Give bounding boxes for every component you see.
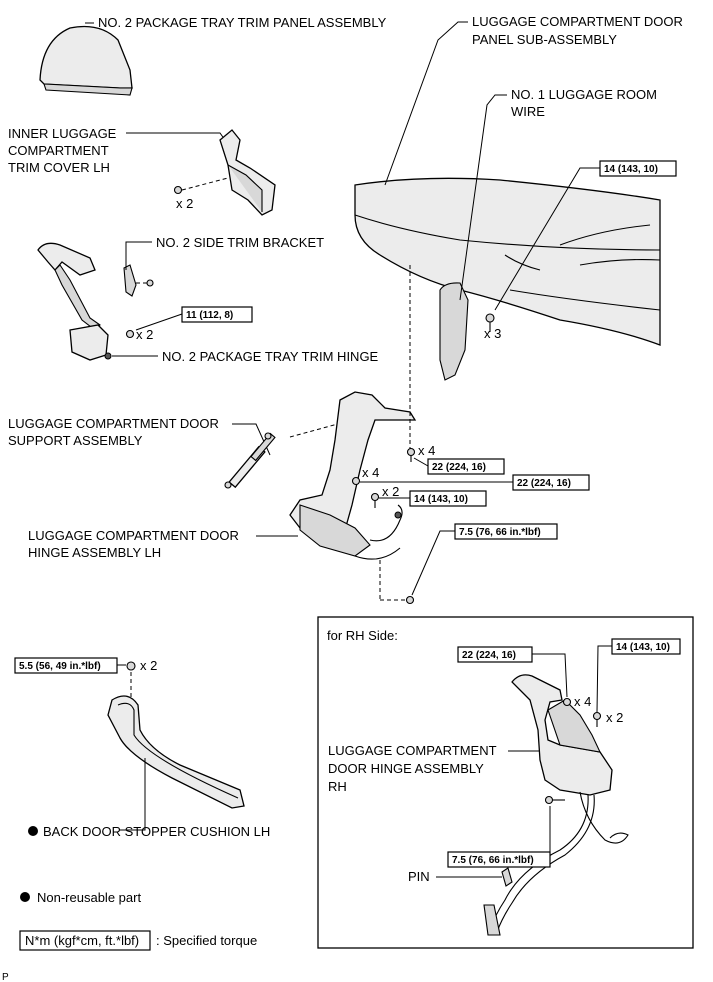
legend-torque-desc: : Specified torque	[156, 933, 257, 948]
legend-torque-box-text: N*m (kgf*cm, ft.*lbf)	[25, 933, 139, 948]
nut-stopper	[126, 661, 136, 671]
label-inner-trim-line2: COMPARTMENT	[8, 143, 109, 158]
qty-hinge-a: x 4	[418, 443, 435, 458]
bolt-rh	[592, 711, 602, 727]
label-hinge-rh-line1: LUGGAGE COMPARTMENT	[328, 743, 497, 758]
torque-door-bolts: 14 (143, 10)	[604, 164, 658, 175]
qty-stopper: x 2	[140, 658, 157, 673]
torque-rh-nut: 22 (224, 16)	[462, 650, 516, 661]
label-pin: PIN	[408, 869, 430, 884]
leader-torque-rh-bolt	[596, 645, 612, 713]
clip-inner-trim	[173, 177, 229, 195]
leader-torque-door-bolts	[494, 167, 600, 311]
label-support-line2: SUPPORT ASSEMBLY	[8, 433, 143, 448]
side-trim-bracket-illustration	[123, 264, 137, 297]
label-hinge-lh-line2: HINGE ASSEMBLY LH	[28, 545, 161, 560]
nut-rh	[562, 697, 572, 707]
bolt-door	[485, 313, 495, 332]
label-inner-trim-line3: TRIM COVER LH	[8, 160, 110, 175]
label-support-line1: LUGGAGE COMPARTMENT DOOR	[8, 416, 219, 431]
torque-hinge-a: 22 (224, 16)	[432, 462, 486, 473]
leader-stopper	[120, 758, 146, 831]
label-room-wire-line2: WIRE	[511, 104, 545, 119]
torque-hinge-lh-bottom: 7.5 (76, 66 in.*lbf)	[459, 527, 541, 538]
support-dash	[289, 421, 346, 438]
inner-trim-cover-illustration	[219, 129, 276, 216]
bolt-hinge-a	[406, 447, 416, 462]
qty-door-bolts: x 3	[484, 326, 501, 341]
qty-hinge-c: x 2	[382, 484, 399, 499]
bolt-hinge-c	[370, 492, 380, 508]
qty-tray-hinge: x 2	[136, 327, 153, 342]
torque-box-hinge-a	[427, 458, 505, 475]
bolt-hinge-lh-bottom	[405, 595, 415, 605]
label-door-panel-line2: PANEL SUB-ASSEMBLY	[472, 32, 617, 47]
label-door-panel-line1: LUGGAGE COMPARTMENT DOOR	[472, 14, 683, 29]
label-side-trim-bracket: NO. 2 SIDE TRIM BRACKET	[156, 235, 324, 250]
nut-hinge-b	[351, 476, 361, 486]
label-room-wire-line1: NO. 1 LUGGAGE ROOM	[511, 87, 657, 102]
luggage-door-panel-illustration	[354, 177, 661, 381]
torque-stopper: 5.5 (56, 49 in.*lbf)	[19, 661, 101, 672]
support-assembly-illustration	[224, 432, 276, 489]
label-hinge-rh-line3: RH	[328, 779, 347, 794]
qty-inner-trim: x 2	[176, 196, 193, 211]
tray-trim-hinge-illustration	[37, 242, 112, 361]
leader-room-wire	[459, 94, 507, 301]
leader-torque-hinge-a	[413, 457, 429, 467]
package-tray-trim-panel-illustration	[39, 25, 133, 96]
rh-side-title: for RH Side:	[327, 628, 398, 643]
label-hinge-rh-line2: DOOR HINGE ASSEMBLY	[328, 761, 484, 776]
bolt-rh-bottom	[544, 795, 565, 805]
legend-torque-box	[19, 930, 151, 951]
pin-illustration	[501, 867, 513, 887]
torque-rh-bolt: 14 (143, 10)	[616, 642, 670, 653]
label-inner-trim-line1: INNER LUGGAGE	[8, 126, 117, 141]
label-stopper: BACK DOOR STOPPER CUSHION LH	[43, 824, 270, 839]
leader-torque-tray-hinge	[135, 313, 183, 331]
non-reusable-mark-stopper	[28, 826, 38, 836]
hinge-lh-illustration	[289, 391, 417, 560]
leader-side-trim-bracket	[125, 241, 152, 270]
legend-non-reusable-text: Non-reusable part	[37, 890, 141, 905]
qty-hinge-b: x 4	[362, 465, 379, 480]
torque-rh-bottom: 7.5 (76, 66 in.*lbf)	[452, 855, 534, 866]
legend-non-reusable-dot	[20, 892, 30, 902]
bolt-tray-hinge	[125, 329, 135, 339]
label-hinge-lh-line1: LUGGAGE COMPARTMENT DOOR	[28, 528, 239, 543]
leader-inner-trim	[126, 132, 226, 141]
clip-side-bracket	[136, 279, 154, 287]
hinge-rh-illustration	[483, 674, 629, 936]
leader-torque-hinge-lh-bottom	[411, 530, 455, 596]
stopper-cushion-illustration	[107, 695, 245, 809]
torque-hinge-b: 22 (224, 16)	[517, 478, 571, 489]
qty-rh-bolt: x 2	[606, 710, 623, 725]
label-tray-hinge: NO. 2 PACKAGE TRAY TRIM HINGE	[162, 349, 379, 364]
torque-tray-hinge: 11 (112, 8)	[186, 310, 233, 321]
qty-rh-nut: x 4	[574, 694, 591, 709]
leader-door-panel	[384, 21, 468, 186]
corner-mark: P	[2, 972, 9, 982]
leader-torque-rh-nut	[532, 653, 568, 698]
torque-box-rh-bottom	[447, 851, 551, 868]
rh-side-inset-frame	[317, 616, 694, 949]
label-package-tray-panel: NO. 2 PACKAGE TRAY TRIM PANEL ASSEMBLY	[98, 15, 387, 30]
torque-hinge-c: 14 (143, 10)	[414, 494, 468, 505]
